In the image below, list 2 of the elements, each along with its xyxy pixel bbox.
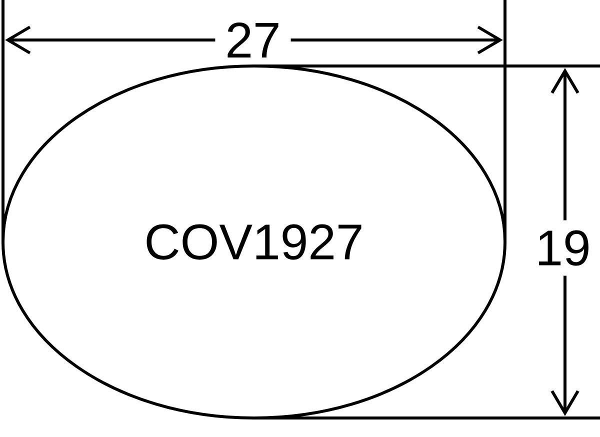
dimension-label: 27 bbox=[215, 22, 291, 58]
dimension-label: 19 bbox=[535, 220, 591, 276]
